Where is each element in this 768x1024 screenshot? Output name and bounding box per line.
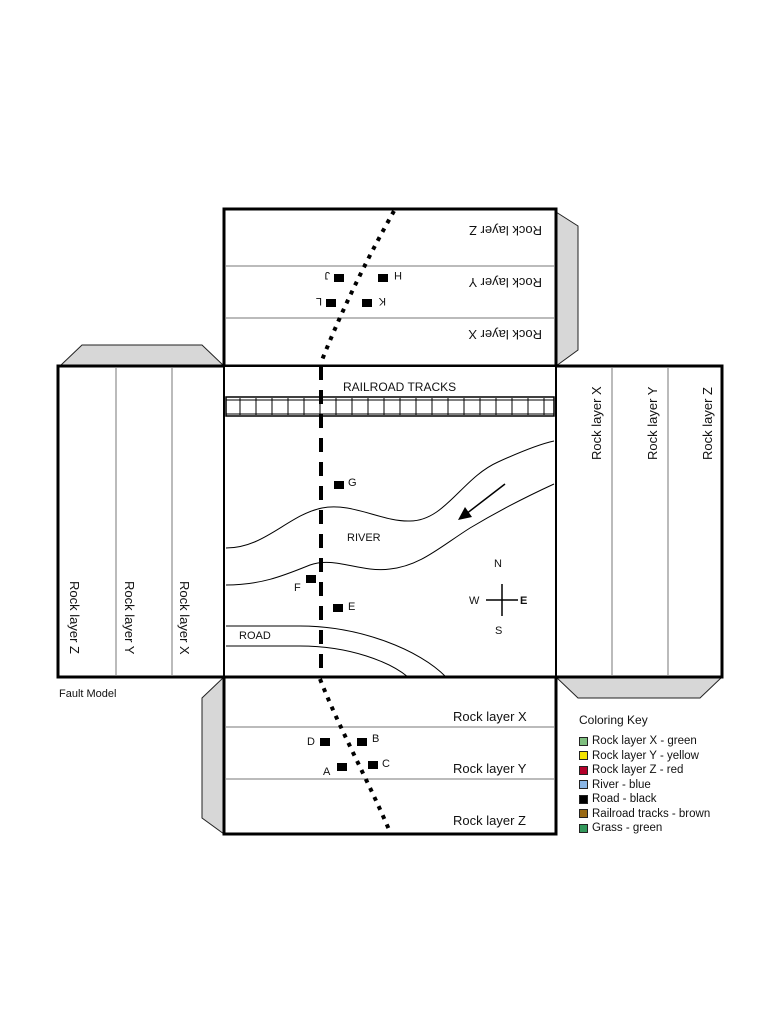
railroad-tracks [225,396,555,417]
bottom-flap: Rock layer X Rock layer Y Rock layer Z D… [222,675,558,836]
glue-tab-top-right [555,211,579,367]
road-south-edge [226,645,409,678]
map-panel: RAILROAD TRACKS RIVER ROAD N S E W G [223,365,557,678]
key-item-rock-layer-y: Rock layer Y - yellow [579,749,710,764]
top-layer-label-x: Rock layer X [468,327,542,342]
coloring-key-list: Rock layer X - green Rock layer Y - yell… [579,734,710,836]
compass-rose: N S E W [469,558,527,637]
top-flap: Rock layer Z Rock layer Y Rock layer X J… [222,207,558,368]
river-label: RIVER [347,532,381,544]
point-marker-d [320,738,330,746]
glue-tab-bottom-left [201,675,225,835]
key-label: River - blue [592,778,651,791]
point-label-d: D [307,736,315,748]
point-marker-f [306,575,316,583]
key-label: Rock layer Z - red [592,764,684,776]
point-label-k: K [378,295,386,307]
key-label: Rock layer Y - yellow [592,749,699,762]
key-item-grass: Grass - green [579,821,710,836]
key-item-river: River - blue [579,778,710,793]
point-label-h: H [394,269,402,281]
compass-east-label: E [520,595,527,607]
right-layer-label-y: Rock layer Y [645,386,660,460]
point-label-g: G [348,477,357,489]
point-label-f: F [294,582,301,594]
point-marker-k [362,299,372,307]
right-layer-label-x: Rock layer X [589,386,604,460]
bottom-layer-label-z: Rock layer Z [453,813,526,828]
river-north-bank [225,440,555,549]
compass-north-label: N [494,558,502,570]
point-marker-c [368,761,378,769]
point-marker-a [337,763,347,771]
bottom-layer-label-y: Rock layer Y [453,761,527,776]
point-marker-e [333,604,343,612]
left-layer-label-z: Rock layer Z [67,581,82,654]
top-layer-label-z: Rock layer Z [469,223,542,238]
river-south-bank [225,483,555,586]
coloring-key-title: Coloring Key [579,713,648,727]
glue-tab-left-top [58,344,226,367]
point-label-b: B [372,733,379,745]
point-label-e: E [348,601,355,613]
swatch-river [579,780,588,790]
model-caption: Fault Model [59,688,116,700]
swatch-rock-layer-z [579,765,588,775]
glue-tab-right-bottom [554,676,724,699]
road-label: ROAD [239,630,271,642]
bottom-layer-label-x: Rock layer X [453,709,527,724]
point-label-j: J [325,269,331,281]
compass-west-label: W [469,595,480,607]
left-layer-label-y: Rock layer Y [122,581,137,655]
key-label: Road - black [592,793,657,805]
key-item-rock-layer-x: Rock layer X - green [579,734,710,749]
left-layer-label-x: Rock layer X [177,581,192,655]
swatch-railroad-tracks [579,809,588,819]
compass-south-label: S [495,625,502,637]
fault-line-bottom [318,678,392,833]
key-label: Grass - green [592,822,663,834]
left-flap: Rock layer Z Rock layer Y Rock layer X [56,364,228,679]
top-layer-label-y: Rock layer Y [468,275,542,290]
point-marker-j [334,274,344,282]
river-flow-arrowhead [458,507,472,520]
key-label: Railroad tracks - brown [592,807,711,820]
key-label: Rock layer X - green [592,735,697,747]
point-label-c: C [382,758,390,770]
road-north-edge [226,625,447,678]
swatch-road [579,794,588,804]
right-layer-label-z: Rock layer Z [700,387,715,460]
swatch-rock-layer-x [579,736,588,746]
point-marker-h [378,274,388,282]
key-item-rock-layer-z: Rock layer Z - red [579,763,710,778]
river-flow-arrow [465,483,506,515]
key-item-road: Road - black [579,792,710,807]
fault-line-top [320,210,396,361]
swatch-rock-layer-y [579,751,588,761]
key-item-railroad-tracks: Railroad tracks - brown [579,807,710,822]
point-marker-b [357,738,367,746]
point-label-l: L [316,295,322,307]
railroad-label: RAILROAD TRACKS [343,380,456,394]
point-label-a: A [323,766,331,778]
point-marker-l [326,299,336,307]
swatch-grass [579,823,588,833]
point-marker-g [334,481,344,489]
right-flap: Rock layer X Rock layer Y Rock layer Z [552,364,724,679]
